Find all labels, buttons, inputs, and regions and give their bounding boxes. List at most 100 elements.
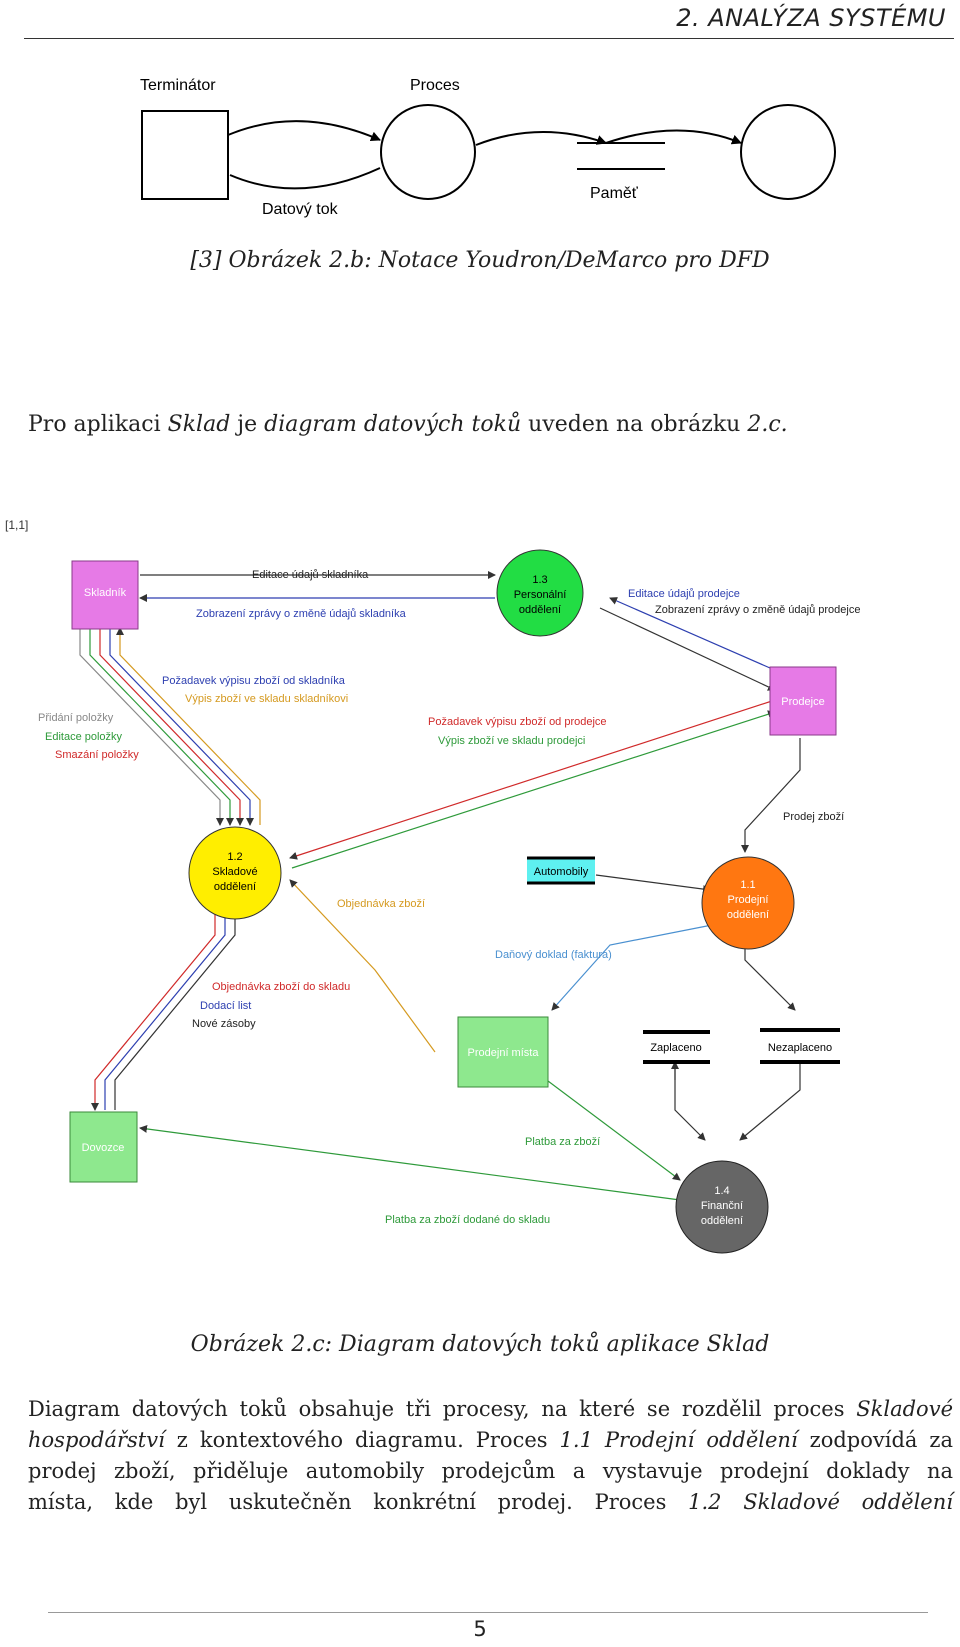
entity-prodejce [769, 666, 837, 736]
entity-prodejni-mista-label: Prodejní místa [468, 1047, 540, 1059]
process-1-1 [701, 856, 795, 950]
flow-label: Přidání položky [38, 712, 114, 724]
flow-label: Výpis zboží ve skladu prodejci [438, 735, 585, 747]
process-label: Proces [410, 77, 460, 94]
dfd-diagram: [1,1] Skladník Prodejce Dovozce Prodejní… [5, 518, 860, 1254]
store-automobily-label: Automobily [534, 866, 589, 878]
store-arrow-out [605, 129, 742, 145]
process-1-2-line2: oddělení [214, 881, 256, 893]
chapter-title: 2. ANALÝZA SYSTÉMU [676, 4, 946, 32]
dataflow-arrow-bottom [229, 167, 381, 190]
body-line-3: prodej zboží, přiděluje automobily prode… [28, 1459, 953, 1483]
dataflow-label: Datový tok [262, 201, 339, 218]
store-nezaplaceno-label: Nezaplaceno [768, 1042, 832, 1054]
body-line-4: místa, kde byl uskutečněn konkrétní prod… [28, 1490, 953, 1514]
flow-line [674, 1062, 706, 1141]
page-header: 2. ANALÝZA SYSTÉMU [24, 0, 954, 39]
flow-line [291, 710, 776, 869]
diagram-level: [1,1] [5, 518, 28, 532]
process-1-1-line1: Prodejní [728, 894, 769, 906]
flow-line [289, 699, 776, 860]
store-automobily [527, 858, 595, 882]
svg-text:Prodejní: Prodejní [728, 894, 769, 906]
entity-dovozce-label: Dovozce [82, 1142, 125, 1154]
svg-text:1.4: 1.4 [714, 1185, 729, 1197]
flow-label: Editace údajů prodejce [628, 588, 740, 600]
process-1-1-line2: oddělení [727, 909, 769, 921]
process-shape-2 [740, 104, 836, 200]
process-1-2-id: 1.2 [227, 851, 242, 863]
svg-text:oddělení: oddělení [727, 909, 769, 921]
flow-line [79, 628, 224, 826]
flow-label: Objednávka zboží [337, 898, 425, 910]
footer-divider [48, 1612, 928, 1613]
terminator-label: Terminátor [140, 77, 216, 94]
flow-label: Požadavek výpisu zboží od skladníka [162, 675, 346, 687]
body-line-1: Diagram datových toků obsahuje tři proce… [28, 1397, 953, 1421]
entity-dovozce [69, 1111, 138, 1183]
flow-label: Výpis zboží ve skladu skladníkovi [185, 693, 348, 705]
flow-label: Prodej zboží [783, 811, 844, 823]
svg-text:1.2: 1.2 [227, 851, 242, 863]
flow-label: Smazání položky [55, 749, 139, 761]
flow-line [99, 628, 244, 826]
flow-label: Platba za zboží [525, 1136, 600, 1148]
svg-text:Skladové: Skladové [212, 866, 257, 878]
flow-line [609, 597, 771, 669]
flow-label: Platba za zboží dodané do skladu [385, 1214, 550, 1226]
svg-text:oddělení: oddělení [214, 881, 256, 893]
process-1-4 [675, 1160, 769, 1254]
flow-label: Zobrazení zprávy o změně údajů prodejce [655, 604, 860, 616]
process-1-3 [496, 549, 584, 637]
process-1-4-line1: Finanční [701, 1200, 743, 1212]
flow-line [139, 1124, 681, 1201]
flow-label: Daňový doklad (faktura) [495, 949, 612, 961]
flow-line [91, 900, 216, 1111]
flow-label: Editace položky [45, 731, 123, 743]
body-line-2: hospodářství z kontextového diagramu. Pr… [28, 1428, 953, 1452]
dataflow-arrow-top [227, 120, 381, 141]
process-1-3-id: 1.3 [532, 574, 547, 586]
flow-label: Editace údajů skladníka [252, 569, 369, 581]
page-number: 5 [473, 1617, 487, 1641]
flow-label: Požadavek výpisu zboží od prodejce [428, 716, 607, 728]
flow-line [116, 627, 261, 825]
svg-text:oddělení: oddělení [701, 1215, 743, 1227]
flow-label: Zobrazení zprávy o změně údajů skladníka [196, 608, 407, 620]
flow-line [739, 1062, 801, 1141]
store-zaplaceno-label: Zaplaceno [650, 1042, 701, 1054]
flow-line [289, 879, 436, 1053]
process-1-1-id: 1.1 [740, 879, 755, 891]
flow-line [109, 628, 254, 826]
store-arrow-in [475, 131, 607, 146]
flow-label: Objednávka zboží do skladu [212, 981, 350, 993]
process-1-2 [188, 826, 282, 920]
entity-skladnik-label: Skladník [84, 587, 127, 599]
svg-text:1.1: 1.1 [740, 879, 755, 891]
flow-line [595, 874, 711, 894]
svg-text:oddělení: oddělení [519, 604, 561, 616]
notation-figure: Terminátor Proces Datový tok Paměť [140, 77, 836, 218]
flow-line [89, 628, 234, 826]
entity-prodejni-mista [457, 1016, 549, 1088]
process-shape [380, 104, 476, 200]
terminator-shape [141, 110, 229, 200]
entity-skladnik [71, 560, 139, 630]
process-1-2-line1: Skladové [212, 866, 257, 878]
svg-text:1.3: 1.3 [532, 574, 547, 586]
flow-label: Dodací list [200, 1000, 251, 1012]
svg-text:Personální: Personální [514, 589, 567, 601]
flow-line [551, 924, 713, 1011]
process-1-3-line1: Personální [514, 589, 567, 601]
flow-line [599, 607, 776, 691]
flow-line [741, 738, 801, 853]
dfd-caption: Obrázek 2.c: Diagram datových toků aplik… [190, 1332, 770, 1357]
process-1-4-line2: oddělení [701, 1215, 743, 1227]
process-1-4-id: 1.4 [714, 1185, 729, 1197]
store-label: Paměť [590, 185, 639, 202]
process-1-3-line2: oddělení [519, 604, 561, 616]
svg-text:Finanční: Finanční [701, 1200, 743, 1212]
intro-paragraph: Pro aplikaci Sklad je diagram datových t… [28, 412, 788, 437]
notation-caption: [3] Obrázek 2.b: Notace Youdron/DeMarco … [190, 248, 770, 273]
flow-label: Nové zásoby [192, 1018, 256, 1030]
